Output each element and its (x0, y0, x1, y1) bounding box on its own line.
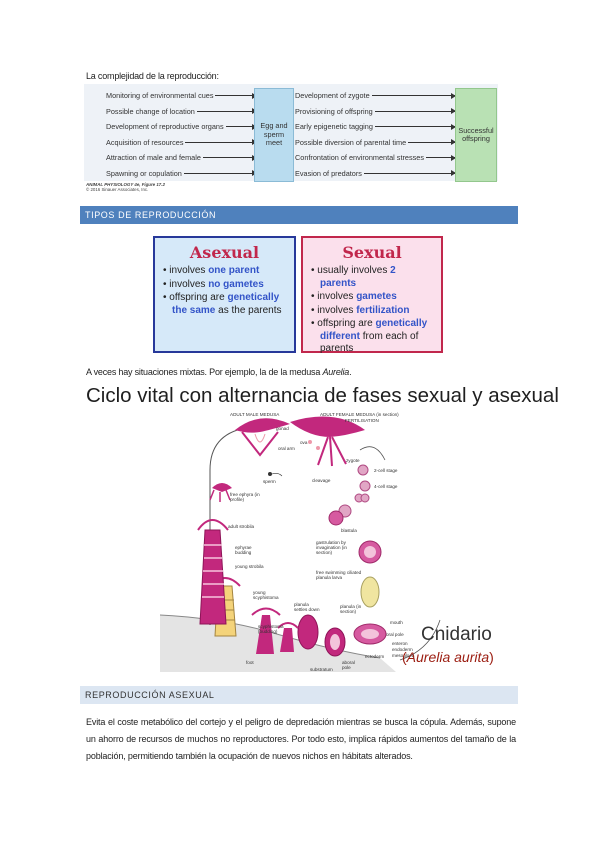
list-item: • involves gametes (311, 291, 397, 302)
label-enteron: enteron (392, 641, 408, 646)
free-ephyra-icon (209, 483, 232, 502)
label-blastula: blastula (341, 528, 357, 533)
reproduction-complexity-figure: Monitoring of environmental cues Possibl… (84, 84, 518, 204)
label-ova: ova (300, 440, 308, 445)
arrow-right-icon (215, 92, 257, 99)
label-free-ephyra: free ephyra (in profile) (230, 492, 260, 502)
left-factor: Spawning or copulation (106, 166, 258, 182)
arrow-right-icon (374, 123, 457, 130)
arrow-right-icon (408, 139, 456, 146)
label-adult-strobila: adult strobila (228, 524, 255, 529)
label-scyphistoma-budding: scyphistoma (budding) (258, 624, 284, 634)
aurelia-sentence: A veces hay situaciones mixtas. Por ejem… (86, 367, 352, 377)
label-endoderm: endoderm (392, 647, 413, 652)
species-label: (Aurelia aurita) (402, 649, 494, 665)
male-medusa-icon (235, 418, 290, 457)
sexual-list: • usually involves 2 parents • involves … (311, 265, 433, 356)
section-header-tipos: TIPOS DE REPRODUCCIÓN (80, 206, 518, 224)
right-factor: Development of zygote (295, 88, 457, 104)
sexual-title: Sexual (342, 243, 402, 262)
list-item: • offspring are genetically different fr… (311, 318, 428, 354)
list-item: • usually involves 2 parents (311, 265, 396, 289)
label-male-medusa: ADULT MALE MEDUSA (230, 412, 280, 417)
figure-credit: ANIMAL PHYSIOLOGY 4e, Figure 17.2 © 2016… (86, 182, 165, 192)
label-cleavage: cleavage (312, 478, 331, 483)
blastula-icon (328, 510, 344, 526)
label-2-cell: 2-cell stage (374, 468, 398, 473)
list-item: • involves no gametes (163, 278, 264, 290)
right-factor: Early epigenetic tagging (295, 119, 457, 135)
label-aboral-pole: aboral pole (342, 660, 355, 670)
list-item: • involves one parent (163, 265, 260, 276)
label-planula-larva: free swimming ciliated planula larva (316, 570, 362, 580)
sexual-card: Sexual • usually involves 2 parents • in… (301, 236, 443, 356)
asexual-card: Asexual • involves one parent • involves… (153, 236, 296, 353)
right-factor: Possible diversion of parental time (295, 135, 456, 151)
list-item: • offspring are genetically the same as … (163, 292, 282, 316)
left-factor: Attraction of male and female (106, 150, 258, 166)
sperm-icon (268, 472, 283, 477)
label-mesogloea: mesogloea (392, 653, 415, 658)
arrow-right-icon (183, 170, 258, 177)
gastrula-icon (358, 540, 382, 564)
label-ectoderm: ectoderm (365, 654, 385, 659)
body-paragraph: Evita el coste metabólico del cortejo y … (86, 717, 516, 761)
planula-section-icon (353, 623, 387, 645)
arrow-right-icon (371, 92, 457, 99)
right-factor: Confrontation of environmental stresses (295, 150, 457, 166)
label-foot: foot (246, 660, 254, 665)
arrow-right-icon (374, 108, 457, 115)
label-planula-settles: planula settles down (294, 602, 320, 612)
label-planula-section: planula (in section) (340, 604, 362, 614)
cleavage-stages-icon (338, 464, 371, 518)
lifecycle-title: Ciclo vital con alternancia de fases sex… (86, 384, 559, 407)
female-medusa-icon (290, 416, 365, 467)
right-factor: Provisioning of offspring (295, 104, 457, 120)
left-factor: Possible change of location (106, 104, 258, 120)
right-factor: Evasion of predators (295, 166, 457, 182)
label-substratum: substratum (310, 667, 333, 672)
aurelia-lifecycle-diagram: ADULT MALE MEDUSA ADULT FEMALE MEDUSA (i… (159, 410, 518, 676)
successful-offspring-box: Successful offspring (455, 88, 497, 182)
label-oral-arm: oral arm (278, 446, 295, 451)
label-gastrulation: gastrulation by invagination (in section… (316, 540, 347, 555)
label-young-scyphistoma: young scyphistoma (253, 590, 279, 600)
arrow-right-icon (363, 170, 457, 177)
arrow-right-icon (225, 123, 258, 130)
asexual-title: Asexual (189, 243, 260, 262)
left-factor: Acquisition of resources (106, 135, 257, 151)
egg-sperm-meet-box: Egg and sperm meet (254, 88, 294, 182)
left-factor: Development of reproductive organs (106, 119, 258, 135)
adult-strobila-icon (197, 519, 229, 625)
label-ephyrae-budding: ephyrae budding (235, 545, 252, 555)
right-factor-list: Development of zygote Provisioning of of… (295, 88, 457, 182)
label-4-cell: 4-cell stage (374, 484, 398, 489)
label-sperm: sperm (263, 479, 276, 484)
section-header-reproduccion-asexual: REPRODUCCIÓN ASEXUAL (80, 686, 518, 704)
label-gonad: gonad (276, 426, 289, 431)
label-oral-pole: oral pole (386, 632, 404, 637)
left-factor: Monitoring of environmental cues (106, 88, 257, 104)
lifecycle-illustration (159, 416, 441, 672)
asexual-list: • involves one parent • involves no game… (163, 265, 286, 317)
label-female-medusa: ADULT FEMALE MEDUSA (in section) (320, 412, 399, 417)
label-mouth: mouth (390, 620, 403, 625)
arrow-right-icon (425, 154, 457, 161)
arrow-right-icon (196, 108, 258, 115)
intro-text: La complejidad de la reproducción: (86, 71, 219, 81)
left-factor-list: Monitoring of environmental cues Possibl… (106, 88, 258, 182)
cnidario-label: Cnidario (421, 624, 492, 645)
label-young-strobila: young strobila (235, 564, 264, 569)
label-fertilisation: FERTILISATION (345, 418, 379, 423)
planula-larva-icon (360, 576, 380, 608)
settled-planula-icon (297, 614, 346, 657)
arrow-right-icon (202, 154, 258, 161)
scyphistoma-icon (251, 607, 299, 654)
list-item: • involves fertilization (311, 304, 410, 316)
label-zygote: zygote (346, 458, 360, 463)
arrow-right-icon (185, 139, 257, 146)
aurelia-name: Aurelia (322, 367, 350, 377)
